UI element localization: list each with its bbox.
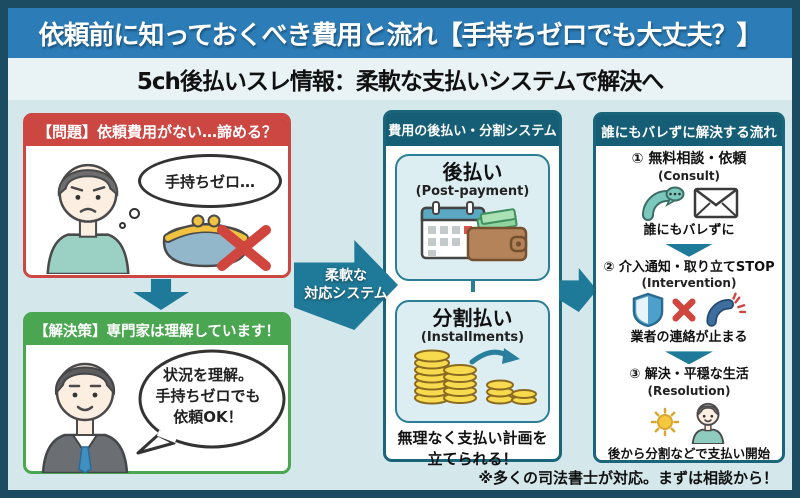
step-3-icons xyxy=(650,400,728,444)
flex-arrow-line-2: 対応システム xyxy=(304,286,388,302)
installments-box: 分割払い (Installments) xyxy=(395,300,550,423)
flow-panel-header: 誰にもバレずに解決する流れ xyxy=(596,115,782,146)
main-content: 【問題】依頼費用がない…諦める？ 手持ちゼロ… xyxy=(8,100,792,490)
step-1-caption: 誰にもバレずに xyxy=(643,222,735,238)
footer-note: ※多くの司法書士が対応。まずは相談から！ xyxy=(478,469,778,487)
payment-system-header: 費用の後払い・分割システム xyxy=(386,113,559,146)
speech-bubble-shape xyxy=(136,349,286,455)
solution-panel: 【解決策】専門家は理解しています！ xyxy=(23,312,291,474)
step-3-title: ③ 解決・平穏な生活 xyxy=(629,367,749,383)
coins-illustration xyxy=(413,347,537,405)
thought-dot xyxy=(129,208,140,219)
flow-panel: 誰にもバレずに解決する流れ ① 無料相談・依頼 (Consult) xyxy=(593,112,785,463)
problem-header: 【問題】依頼費用がない…諦める？ xyxy=(26,116,288,146)
step-2-subtitle: (Intervention) xyxy=(641,276,737,291)
postpay-title: 後払い xyxy=(442,160,503,184)
flow-panel-body: ① 無料相談・依頼 (Consult) xyxy=(596,146,782,462)
step-2-title: ② 介入通知・取り立てSTOP xyxy=(603,259,775,275)
speech-bubble-text: 状況を理解。 手持ちゼロでも 依頼OK！ xyxy=(138,365,278,428)
solution-header: 【解決策】専門家は理解しています！ xyxy=(26,315,288,345)
payment-system-panel: 費用の後払い・分割システム 後払い (Post-payment) xyxy=(383,110,562,468)
angry-phone-icon xyxy=(706,293,746,328)
thought-dot xyxy=(119,222,126,229)
speech-line-1: 状況を理解。 xyxy=(162,366,253,384)
flow-arrow-icon xyxy=(559,268,597,312)
title-bar: 依頼前に知っておくべき費用と流れ【手持ちゼロでも大丈夫？】 xyxy=(8,8,792,58)
calendar-wallet-illustration xyxy=(420,200,527,261)
expert-person-illustration xyxy=(41,362,129,473)
phone-icon xyxy=(642,186,685,221)
sun-icon xyxy=(650,407,680,437)
postpay-subtitle: (Post-payment) xyxy=(415,184,530,199)
flexible-system-arrow: 柔軟な 対応システム xyxy=(294,240,398,330)
step-arrow-icon xyxy=(665,243,713,257)
envelope-icon xyxy=(693,187,739,219)
problem-body: 手持ちゼロ… xyxy=(26,146,288,275)
shield-icon xyxy=(632,293,664,328)
step-1-icons xyxy=(639,185,739,221)
step-1-subtitle: (Consult) xyxy=(657,168,721,183)
step-1-title: ① 無料相談・依頼 xyxy=(631,151,747,167)
installments-title: 分割払い xyxy=(432,306,513,330)
step-2-caption: 業者の連絡が止まる xyxy=(630,330,748,346)
step-3-subtitle: (Resolution) xyxy=(647,383,731,398)
system-note-line-1: 無理なく支払い計画を xyxy=(397,429,548,447)
box-connector xyxy=(470,281,475,292)
page-title: 依頼前に知っておくべき費用と流れ【手持ちゼロでも大丈夫？】 xyxy=(38,20,763,51)
cross-icon xyxy=(672,298,696,322)
coin-purse-icon xyxy=(162,214,271,271)
flexible-system-arrow-label: 柔軟な 対応システム xyxy=(294,240,398,330)
system-note-line-2: 立てられる！ xyxy=(427,450,518,468)
down-arrow-icon xyxy=(133,279,189,310)
step-3-caption: 後から分割などで支払い開始 xyxy=(607,445,771,461)
speech-line-2: 手持ちゼロでも xyxy=(155,387,261,405)
speech-bubble: 状況を理解。 手持ちゼロでも 依頼OK！ xyxy=(130,347,286,461)
postpay-box: 後払い (Post-payment) xyxy=(395,154,550,281)
relieved-person-icon xyxy=(691,402,725,444)
step-2-icons xyxy=(632,292,746,328)
speech-line-3: 依頼OK！ xyxy=(173,408,243,426)
subtitle-bar: 5ch後払いスレ情報：柔軟な支払いシステムで解決へ xyxy=(8,58,792,100)
worried-person-illustration xyxy=(46,163,130,274)
installments-subtitle: (Installments) xyxy=(420,330,525,345)
flex-arrow-line-1: 柔軟な xyxy=(325,267,367,284)
step-arrow-icon xyxy=(665,351,713,365)
system-note: 無理なく支払い計画を 立てられる！ xyxy=(386,428,559,470)
thought-bubble-text: 手持ちゼロ… xyxy=(164,172,255,191)
cross-mark-icon xyxy=(217,225,271,271)
thought-bubble: 手持ちゼロ… xyxy=(138,154,282,208)
solution-body: 状況を理解。 手持ちゼロでも 依頼OK！ xyxy=(26,345,288,473)
problem-panel: 【問題】依頼費用がない…諦める？ 手持ちゼロ… xyxy=(23,113,291,278)
page-subtitle: 5ch後払いスレ情報：柔軟な支払いシステムで解決へ xyxy=(136,69,664,95)
